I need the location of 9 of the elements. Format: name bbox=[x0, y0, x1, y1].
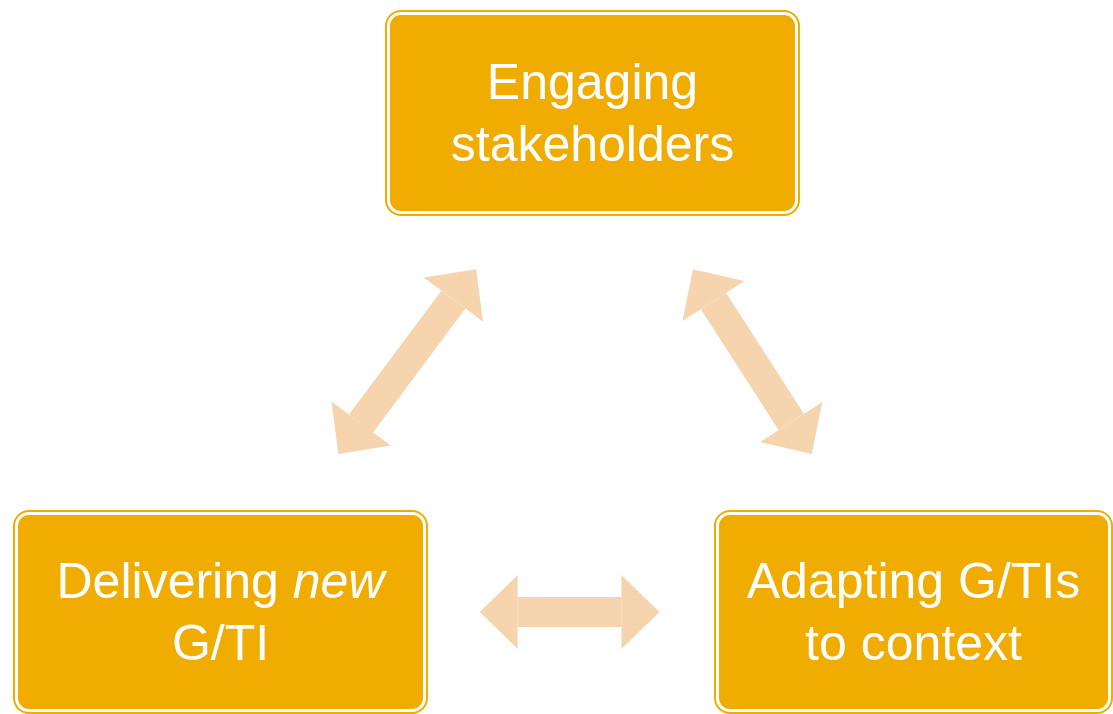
box-label: Delivering new G/TI bbox=[55, 551, 388, 673]
process-box bbox=[716, 512, 1111, 712]
box-label: Engaging stakeholders bbox=[449, 52, 736, 174]
process-box bbox=[15, 512, 426, 712]
double-arrow bbox=[479, 575, 660, 649]
box-label: Adapting G/TIs to context bbox=[745, 551, 1082, 673]
double-arrow bbox=[331, 269, 484, 454]
double-arrow bbox=[682, 269, 823, 454]
process-box bbox=[387, 12, 798, 214]
